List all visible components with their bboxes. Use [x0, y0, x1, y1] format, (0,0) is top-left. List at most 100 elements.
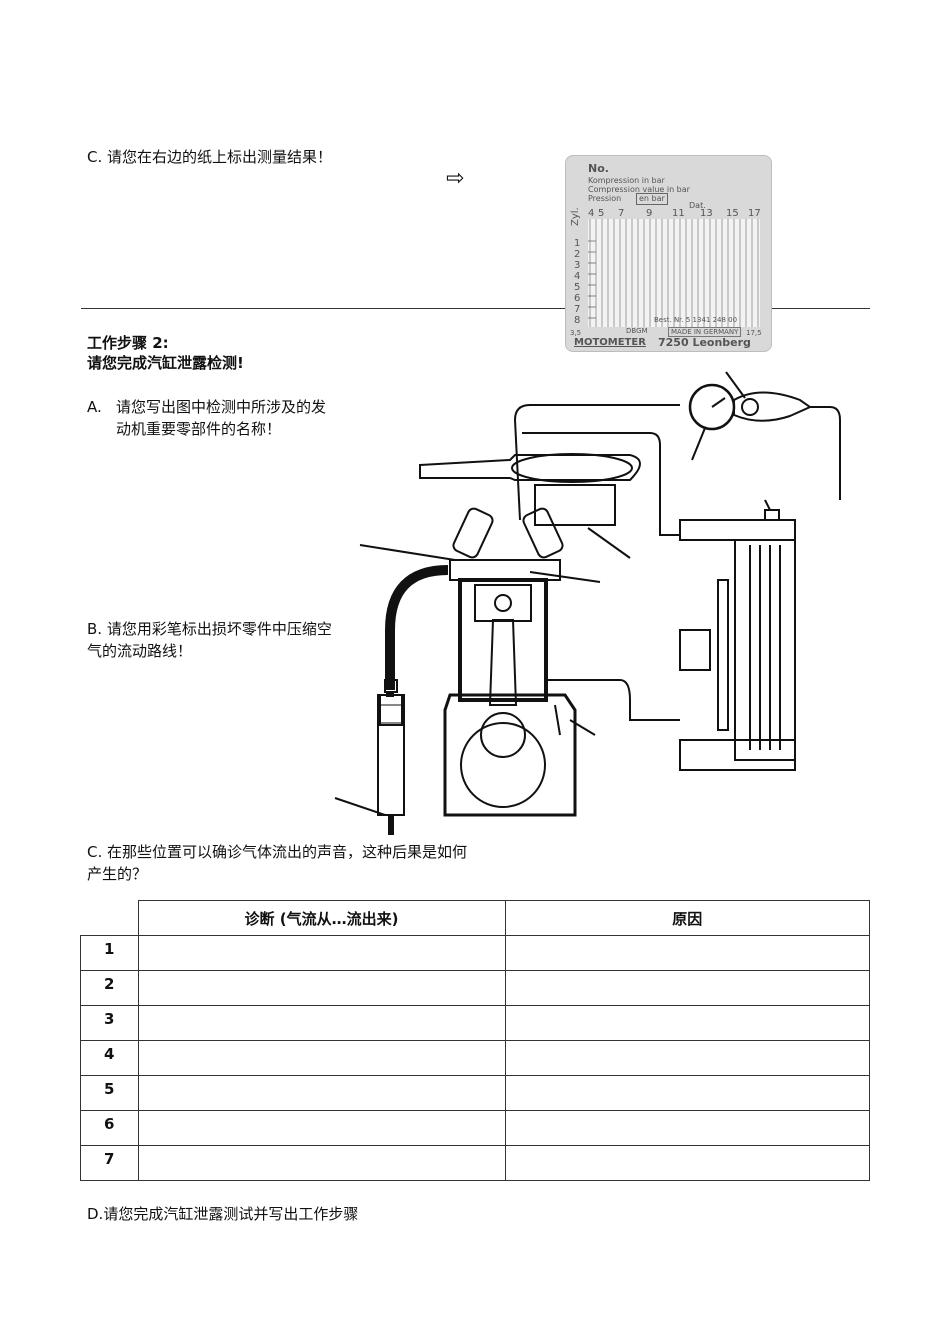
diagnosis-cell[interactable]	[137, 1145, 506, 1181]
cause-cell[interactable]	[504, 1040, 870, 1076]
cause-cell[interactable]	[504, 1005, 870, 1041]
table-row: 1	[80, 935, 870, 971]
card-scale-tick-label: 17	[748, 208, 761, 219]
card-scale-tick-label: 5	[598, 208, 605, 219]
instruction-c-mark-results: C. 请您在右边的纸上标出测量结果！	[87, 148, 333, 166]
regulator-valve	[733, 391, 813, 422]
instruction-a-text: 请您写出图中检测中所涉及的发动机重要零部件的名称！	[116, 398, 327, 438]
table-row: 6	[80, 1110, 870, 1146]
card-cylinder-row-label: 8	[574, 315, 581, 326]
regulator-knob	[741, 398, 759, 416]
table-row: 3	[80, 1005, 870, 1041]
card-line-2: Compression value in bar	[588, 185, 690, 194]
card-cylinder-row-label: 3	[574, 260, 581, 271]
table-row: 7	[80, 1145, 870, 1181]
cause-cell[interactable]	[504, 1145, 870, 1181]
crankcase	[443, 693, 577, 817]
card-line-3b: en bar	[636, 193, 668, 205]
instruction-a-label: A.	[87, 398, 102, 416]
gauge-needle	[711, 397, 726, 408]
card-line-3a: Pression	[588, 194, 622, 203]
diagnosis-cell[interactable]	[137, 1110, 506, 1146]
leader-line-head	[359, 544, 456, 561]
instruction-d-text: D.请您完成汽缸泄露测试并写出工作步骤	[87, 1205, 359, 1223]
supply-hose	[810, 406, 841, 500]
air-intake-snorkel	[419, 454, 641, 481]
cause-cell[interactable]	[504, 1110, 870, 1146]
leader-line-radiator-cap	[764, 499, 771, 511]
header-diagnosis: 诊断 (气流从…流出来)	[137, 900, 506, 936]
radiator-core	[734, 539, 796, 761]
cause-cell[interactable]	[504, 1075, 870, 1111]
card-scale-tick-label: 11	[672, 208, 685, 219]
card-order-number: Best. Nr. 5 1341 248 00	[654, 316, 738, 324]
water-pump	[679, 629, 711, 671]
card-grid	[588, 219, 760, 330]
right-arrow-icon: ⇨	[446, 166, 465, 191]
table-row: 2	[80, 970, 870, 1006]
connecting-rod	[488, 619, 518, 706]
exhaust-manifold	[385, 565, 449, 690]
section-divider-left	[81, 308, 565, 309]
air-filter	[511, 453, 633, 483]
leader-line-gauge	[691, 427, 706, 461]
card-scale-tick-label: 7	[618, 208, 625, 219]
diagnosis-cell[interactable]	[137, 1005, 506, 1041]
table-row: 4	[80, 1040, 870, 1076]
leader-line-gasket	[529, 571, 601, 583]
card-cylinder-row-label: 1	[574, 238, 581, 249]
header-cause: 原因	[504, 900, 870, 936]
card-scale-tick-label: 4	[588, 208, 595, 219]
step-2-title: 工作步骤 2:	[87, 334, 169, 352]
crankshaft	[460, 722, 546, 808]
radiator-cap	[764, 509, 780, 521]
card-cylinder-row-label: 7	[574, 304, 581, 315]
intake-valve-spring	[452, 507, 494, 559]
dipstick	[554, 704, 561, 736]
cause-cell[interactable]	[504, 935, 870, 971]
piston-pin	[494, 594, 512, 612]
radiator-bottom-tank	[679, 739, 796, 771]
leader-line-crankcase	[569, 719, 596, 736]
diagnosis-cell[interactable]	[137, 970, 506, 1006]
card-line-1: Kompression in bar	[588, 176, 665, 185]
card-cylinder-row-label: 2	[574, 249, 581, 260]
cooling-fan	[717, 579, 729, 731]
card-city: 7250 Leonberg	[658, 336, 751, 349]
exhaust-valve-spring	[522, 507, 564, 559]
step-2-subtitle: 请您完成汽缸泄露检测!	[87, 354, 244, 372]
card-scale-tick-label: 9	[646, 208, 653, 219]
card-dbgm: DBGM	[626, 327, 648, 335]
pressure-hose	[513, 404, 680, 521]
header-blank	[80, 900, 139, 936]
cylinder-head	[449, 559, 561, 581]
diagnosis-cell[interactable]	[137, 1075, 506, 1111]
row-number: 5	[80, 1075, 139, 1111]
card-grid-lines	[588, 219, 759, 330]
leader-line-gauge-top	[725, 371, 746, 399]
piston	[474, 584, 532, 622]
card-scale-high: 17,5	[746, 329, 762, 337]
cylinder-block	[458, 578, 548, 702]
row-number: 3	[80, 1005, 139, 1041]
radiator-top-tank	[679, 519, 796, 541]
card-cylinder-row-label: 6	[574, 293, 581, 304]
table-header-row: 诊断 (气流从…流出来) 原因	[80, 900, 870, 936]
card-cylinder-row-label: 5	[574, 282, 581, 293]
coolant-line-top	[522, 432, 680, 536]
coolant-line-bottom	[546, 679, 680, 721]
diagnosis-cell[interactable]	[137, 935, 506, 971]
section-divider-right	[770, 308, 870, 309]
leader-line-carburetor	[587, 527, 631, 559]
card-dat-label: Dat.	[689, 201, 706, 210]
row-number: 2	[80, 970, 139, 1006]
table-row: 5	[80, 1075, 870, 1111]
compression-test-card: No. Kompression in bar Compression value…	[565, 155, 772, 352]
cause-cell[interactable]	[504, 970, 870, 1006]
carburetor	[534, 484, 616, 526]
instruction-b-text: B. 请您用彩笔标出损坏零件中压缩空气的流动路线！	[87, 620, 332, 660]
instruction-c-sound-location: C. 在那些位置可以确诊气体流出的声音，这种后果是如何产生的？	[87, 843, 468, 883]
crank-journal	[480, 712, 526, 758]
card-scale-tick-label: 15	[726, 208, 739, 219]
diagnosis-cell[interactable]	[137, 1040, 506, 1076]
